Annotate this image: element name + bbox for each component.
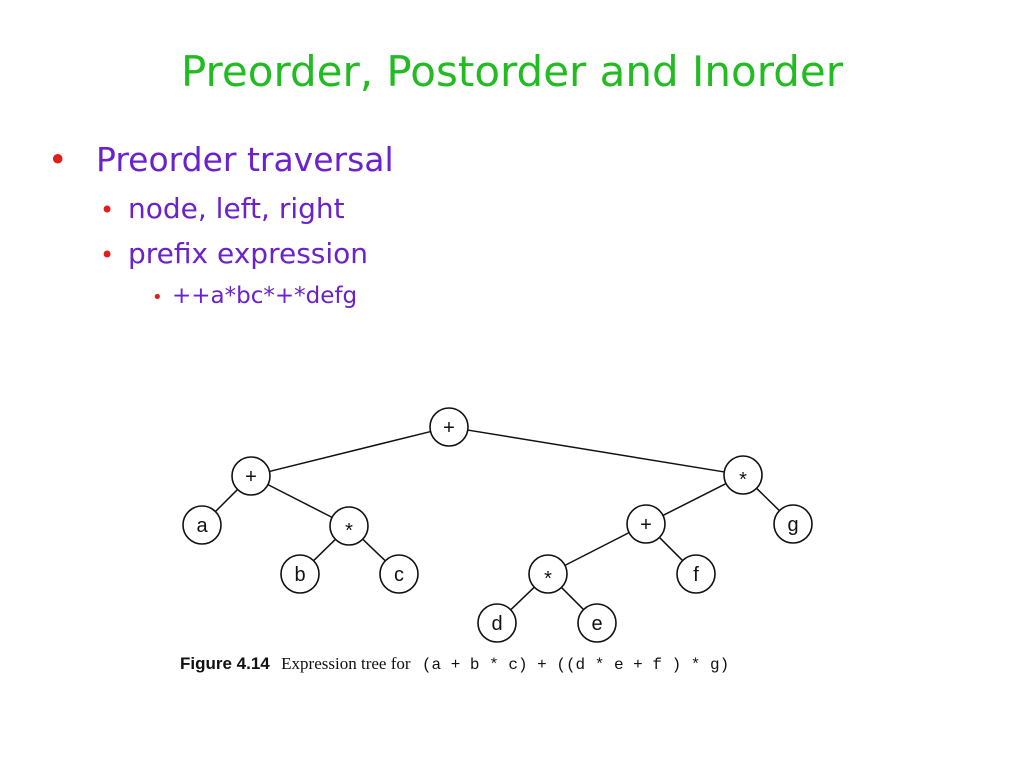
- tree-edge: [658, 536, 684, 562]
- tree-node-label: g: [787, 514, 798, 536]
- bullet-level2-2: • prefix expression: [100, 237, 368, 270]
- tree-node-circle: [723, 455, 763, 495]
- tree-node-d: d: [477, 603, 517, 643]
- bullet-text: Preorder traversal: [96, 140, 394, 179]
- slide-title: Preorder, Postorder and Inorder: [180, 47, 844, 96]
- tree-node-label: +: [640, 514, 652, 536]
- tree-node-e: e: [577, 603, 617, 643]
- tree-node-circle: [231, 456, 271, 496]
- bullet-level1: • Preorder traversal: [48, 140, 394, 179]
- tree-node-g: g: [773, 504, 813, 544]
- tree-node-inner-plus: +: [626, 504, 666, 544]
- tree-edge: [560, 586, 585, 611]
- tree-node-circle: [280, 554, 320, 594]
- tree-node-c: c: [379, 554, 419, 594]
- caption-label: Figure 4.14: [180, 654, 270, 673]
- tree-node-label: c: [394, 564, 404, 586]
- tree-node-f: f: [676, 554, 716, 594]
- bullet-level2-1: • node, left, right: [100, 192, 345, 225]
- bullet-dot: •: [100, 196, 115, 224]
- caption-text: Expression tree for: [281, 654, 411, 673]
- tree-node-a: a: [182, 505, 222, 545]
- tree-edge: [564, 531, 630, 567]
- tree-node-circle: [379, 554, 419, 594]
- bullet-level3: • ++a*bc*+*defg: [152, 283, 357, 309]
- tree-node-right-star: *: [723, 455, 763, 495]
- tree-node-circle: [577, 603, 617, 643]
- tree-node-circle: [773, 504, 813, 544]
- tree-edge: [214, 488, 239, 513]
- bullet-dot: •: [48, 140, 68, 179]
- tree-edge: [510, 586, 535, 611]
- tree-edge: [267, 483, 333, 519]
- tree-node-circle: [477, 603, 517, 643]
- tree-node-label: +: [443, 417, 455, 439]
- tree-node-circle: [429, 407, 469, 447]
- tree-node-label: d: [491, 613, 502, 635]
- expression-tree-figure: + + * a * b c + g * f d e Figure 4.14 Expression tre…: [140, 380, 840, 680]
- tree-node-label: +: [245, 466, 257, 488]
- tree-node-inner-star: *: [528, 554, 568, 594]
- tree-node-circle: [329, 506, 369, 546]
- tree-edge: [313, 538, 336, 562]
- tree-node-label: f: [693, 564, 699, 586]
- bullet-text: ++a*bc*+*defg: [172, 283, 358, 309]
- bullet-text: prefix expression: [128, 237, 369, 270]
- tree-edge: [269, 430, 431, 473]
- tree-node-label: *: [544, 568, 552, 590]
- tree-node-circle: [528, 554, 568, 594]
- tree-node-b: b: [280, 554, 320, 594]
- bullet-dot: •: [100, 241, 115, 269]
- tree-node-label: e: [591, 613, 602, 635]
- tree-node-label: *: [345, 520, 353, 542]
- tree-node-mid-star: *: [329, 506, 369, 546]
- tree-node-circle: [182, 505, 222, 545]
- tree-node-left-plus: +: [231, 456, 271, 496]
- tree-edge: [467, 429, 725, 473]
- tree-node-label: a: [196, 515, 208, 537]
- caption-expression: (a + b * c) + ((d * e + f ) * g): [421, 656, 730, 674]
- tree-node-label: *: [739, 469, 747, 491]
- bullet-text: node, left, right: [128, 192, 345, 225]
- tree-edge: [756, 487, 780, 512]
- tree-node-root: +: [429, 407, 469, 447]
- tree-node-circle: [626, 504, 666, 544]
- expression-tree-diagram: + + * a * b c + g * f d e: [182, 407, 813, 643]
- figure-caption: Figure 4.14 Expression tree for (a + b *…: [180, 654, 729, 674]
- tree-node-label: b: [294, 564, 305, 586]
- tree-edge: [662, 482, 727, 517]
- tree-edge: [362, 538, 386, 562]
- bullet-dot: •: [152, 287, 163, 308]
- tree-node-circle: [676, 554, 716, 594]
